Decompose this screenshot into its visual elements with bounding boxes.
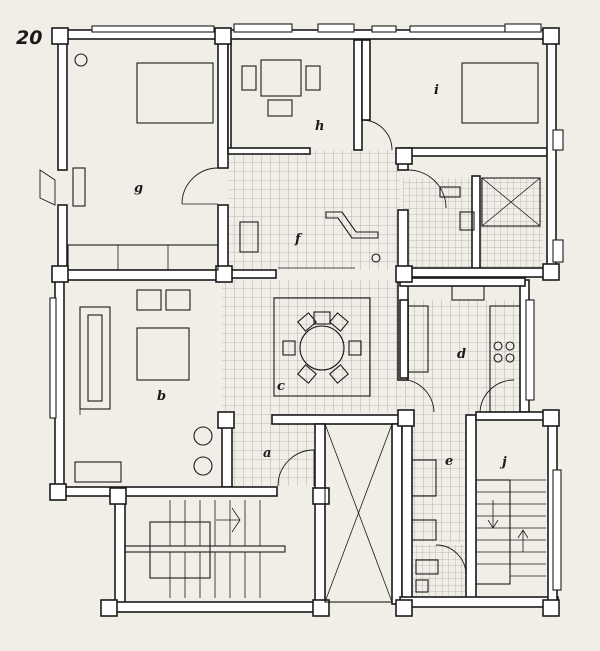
tile-hall-c: [222, 280, 402, 412]
room-label-j: j: [499, 455, 507, 470]
tile-kitchen-d: [404, 300, 522, 412]
pillars: [49, 27, 560, 617]
room-label-c: c: [277, 379, 285, 394]
room-i-furniture: [461, 62, 539, 124]
room-g-furniture: [39, 53, 219, 271]
room-labels: g h i f c b d a e j: [134, 83, 507, 470]
room-label-b: b: [157, 389, 166, 404]
room-label-i: i: [434, 83, 439, 98]
room-b-furniture: [74, 289, 213, 483]
room-label-g: g: [134, 181, 143, 196]
corridor-e-furniture: [411, 459, 467, 593]
windows: [49, 23, 564, 591]
room-label-h: h: [315, 119, 324, 134]
lobby-a: [277, 423, 393, 603]
room-c-dining: [273, 297, 371, 397]
room-label-e: e: [445, 454, 453, 469]
room-h-furniture: [241, 59, 393, 151]
hall-f-furniture: [239, 211, 381, 269]
stair-right: [475, 479, 546, 585]
tiled-floor: [222, 150, 543, 597]
bath-and-lift: [407, 169, 541, 231]
tile-corridor-e: [410, 412, 474, 542]
room-label-a: a: [263, 446, 271, 461]
figure-number: 20: [16, 27, 42, 49]
room-label-f: f: [294, 232, 303, 247]
stair-left: [124, 500, 286, 598]
room-label-d: d: [457, 347, 466, 362]
room-d-furniture: [407, 285, 521, 413]
tile-hall-f: [228, 150, 400, 270]
